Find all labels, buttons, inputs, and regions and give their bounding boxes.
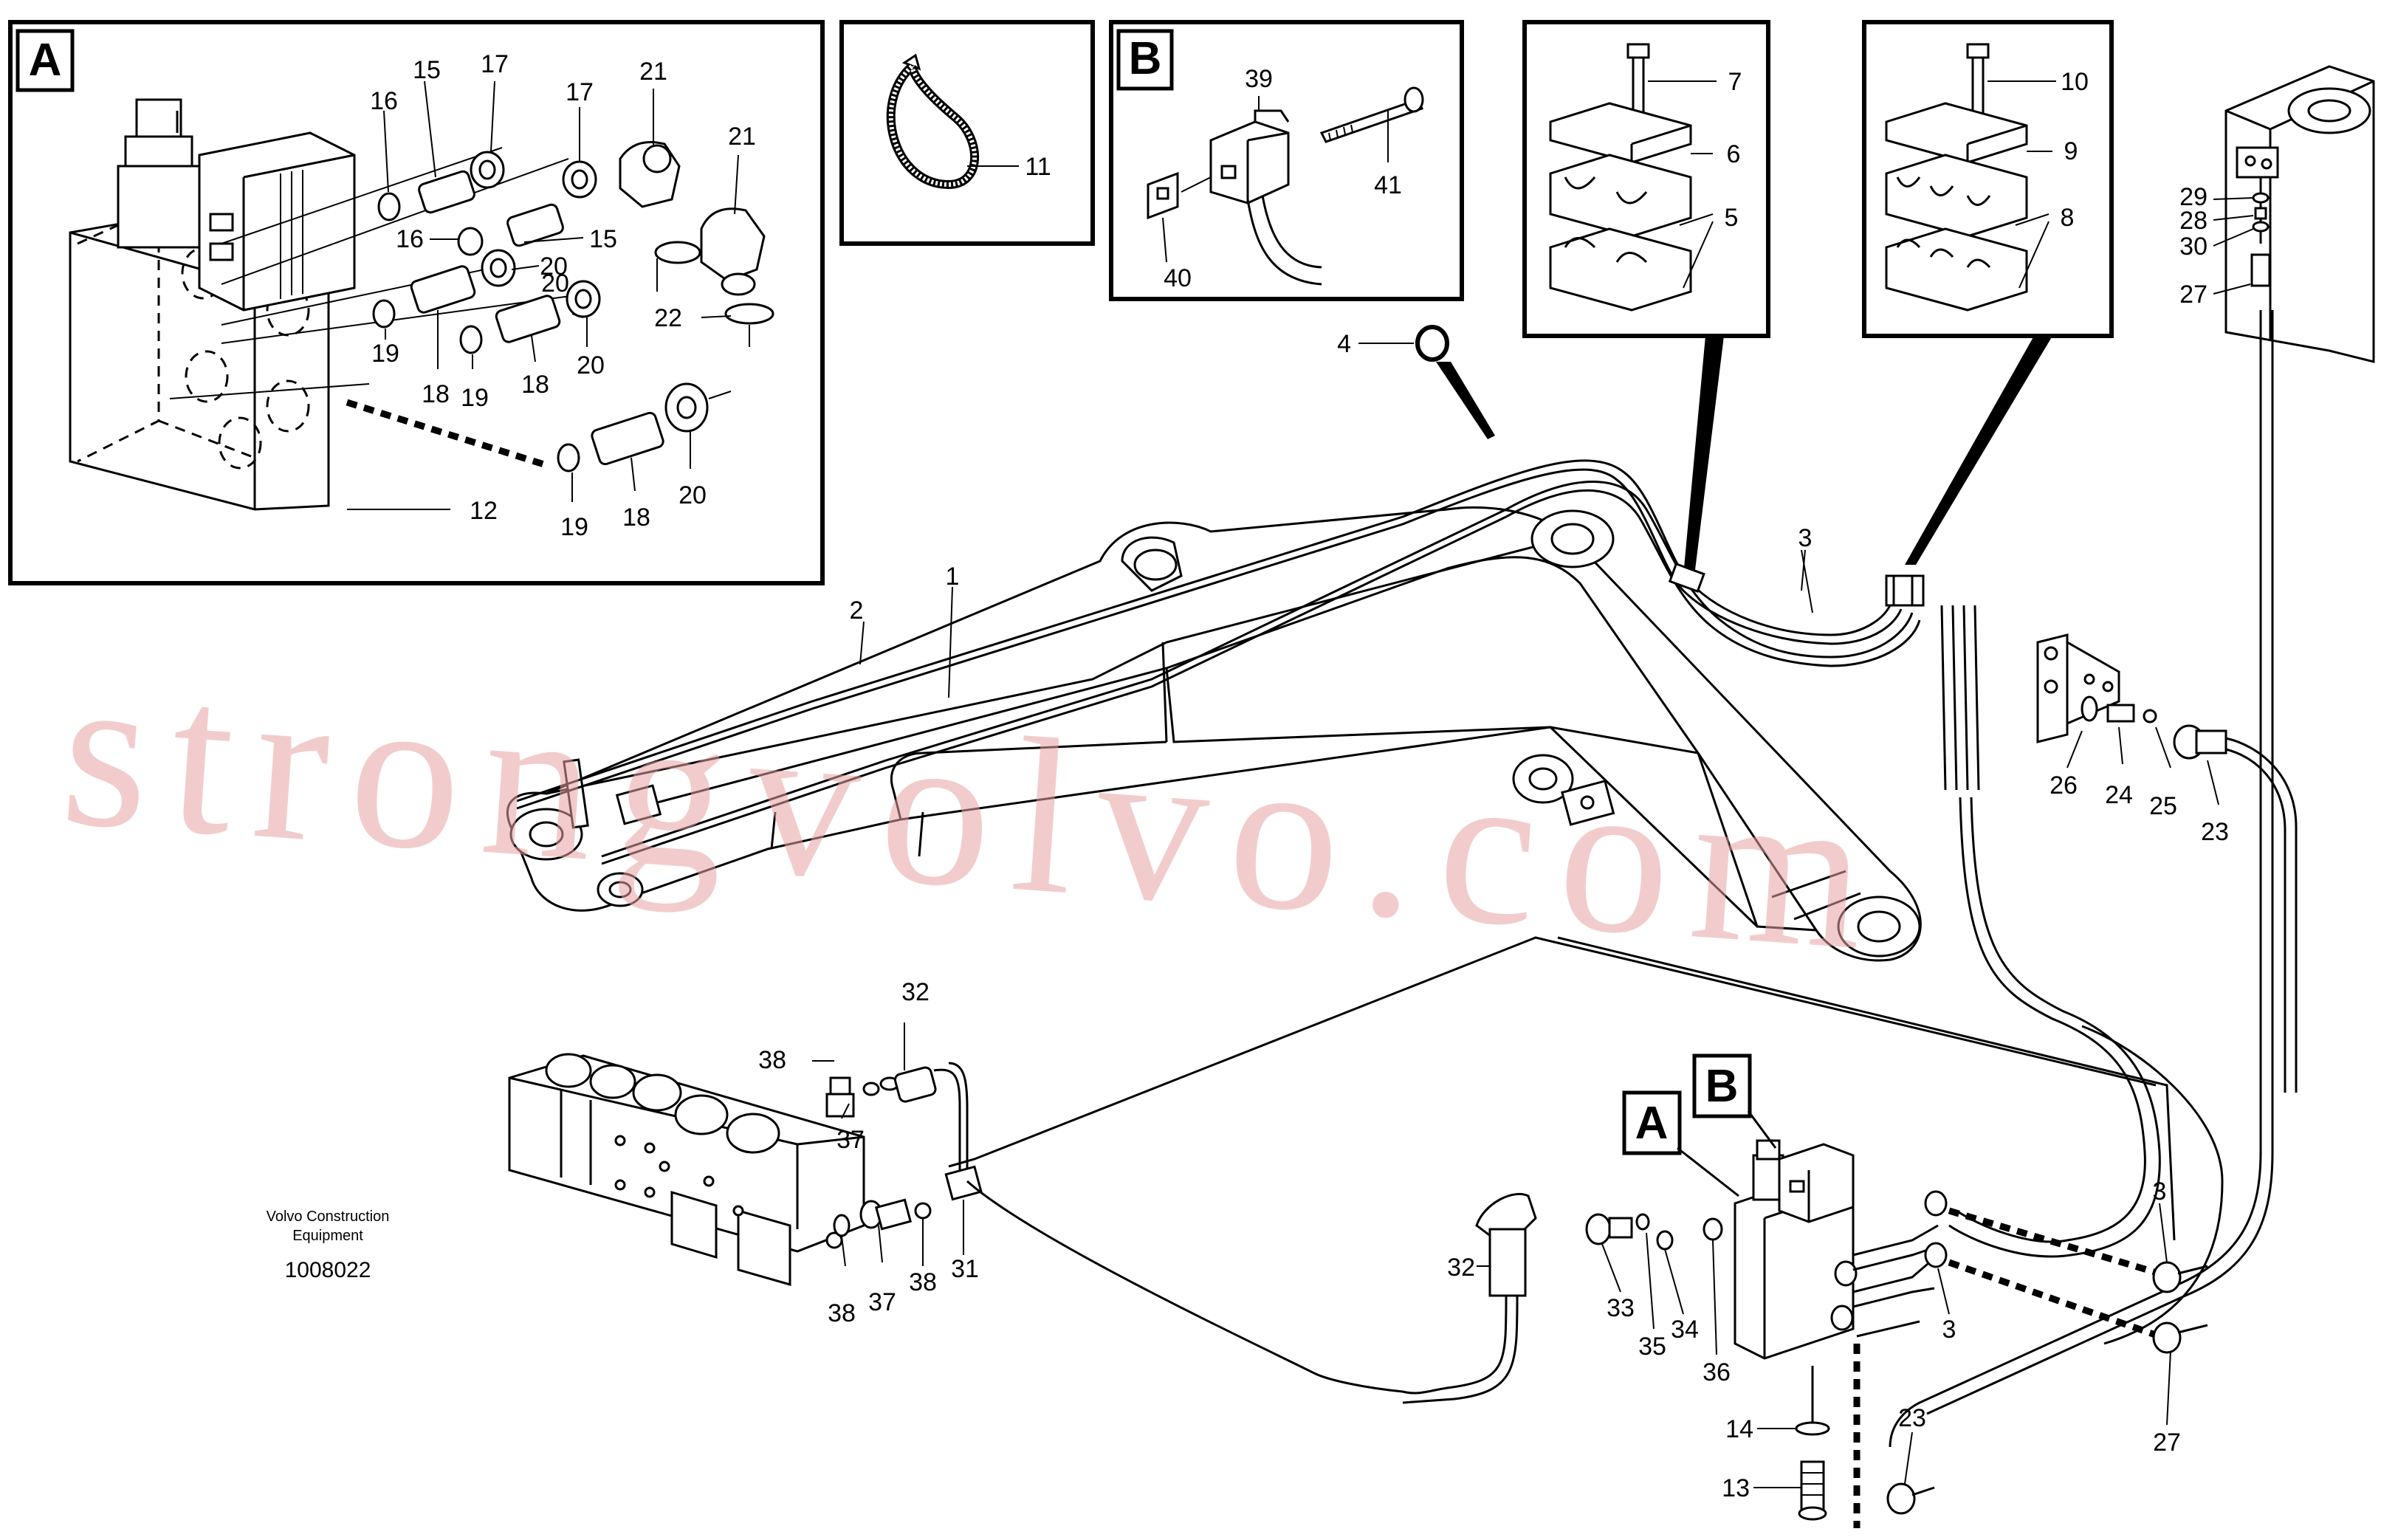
callout-23: 23: [2201, 818, 2229, 846]
callout-4: 4: [1337, 330, 1351, 358]
callout-17: 17: [481, 50, 509, 78]
callout-16: 16: [370, 87, 398, 115]
inset-clamp-1: 7 6 5: [1522, 20, 1770, 338]
boom-hoses: [516, 310, 2274, 1448]
callout-20: 20: [541, 269, 569, 298]
callout-20: 20: [577, 351, 605, 379]
callout-32: 32: [901, 978, 930, 1006]
callout-13: 13: [1722, 1474, 1750, 1502]
callout-30: 30: [2179, 233, 2208, 261]
callout-25: 25: [2149, 792, 2177, 820]
inset-b: B 39 41 40: [1109, 20, 1464, 301]
callout-41: 41: [1374, 171, 1402, 199]
callout-18: 18: [521, 371, 549, 399]
company-name-line2: Equipment: [292, 1228, 363, 1244]
callout-33: 33: [1607, 1294, 1635, 1322]
boom-assembly: [506, 506, 1922, 962]
drawing-number: 1008022: [285, 1258, 371, 1282]
callout-31: 31: [951, 1255, 979, 1283]
main-marker-b: B: [1692, 1053, 1777, 1149]
control-valve-block: [508, 1053, 983, 1286]
inset-a-letter: A: [29, 35, 62, 86]
callout-24: 24: [2105, 781, 2133, 809]
callout-39: 39: [1245, 65, 1273, 93]
callout-15: 15: [589, 225, 617, 253]
inset-a-leaders: [347, 80, 739, 510]
callout-20: 20: [540, 252, 568, 281]
callout-35: 35: [1638, 1333, 1666, 1361]
company-name-line1: Volvo Construction: [267, 1209, 390, 1225]
callout-19: 19: [560, 513, 588, 541]
callout-3: 3: [2153, 1178, 2167, 1206]
callout-19: 19: [371, 340, 399, 368]
callout-18: 18: [422, 380, 450, 408]
callout-38: 38: [828, 1299, 856, 1327]
callout-29: 29: [2179, 183, 2208, 211]
inset-b-letter: B: [1129, 33, 1162, 84]
callout-14: 14: [1725, 1415, 1753, 1443]
callout-27: 27: [2179, 281, 2208, 309]
right-bracket: [2036, 633, 2298, 1093]
callout-32: 32: [1447, 1254, 1475, 1282]
callout-38: 38: [758, 1046, 786, 1074]
callout-17: 17: [566, 78, 594, 106]
callout-37: 37: [836, 1126, 865, 1154]
inset-cable-tie: 11: [839, 20, 1095, 246]
callout-22: 22: [654, 304, 682, 332]
valve-block-drawing: [69, 98, 356, 511]
inset-a: A: [8, 20, 825, 585]
callout-9: 9: [2064, 137, 2078, 165]
hydraulic-tank: [2213, 65, 2375, 363]
bottom-fittings: [966, 1180, 1830, 1521]
callout-7: 7: [1728, 68, 1742, 96]
callout-3: 3: [1942, 1316, 1956, 1344]
callout-12: 12: [470, 497, 498, 525]
callout-34: 34: [1671, 1316, 1699, 1344]
callout-8: 8: [2061, 204, 2075, 232]
svg-text:B: B: [1705, 1061, 1739, 1112]
inset-a-fittings: [169, 141, 774, 472]
callout-5: 5: [1725, 204, 1739, 232]
main-marker-a: A: [1622, 1090, 1739, 1197]
callout-21: 21: [728, 123, 756, 151]
callout-40: 40: [1164, 264, 1192, 292]
inset-clamp-2: 10 9 8: [1862, 20, 2114, 338]
callout-10: 10: [2061, 68, 2089, 96]
callout-16: 16: [396, 225, 424, 253]
o-ring-4: [1415, 325, 1449, 362]
callout-27: 27: [2153, 1429, 2181, 1457]
callout-18: 18: [622, 503, 650, 532]
solenoid-valve: [1734, 1139, 2208, 1528]
pointer-clamp-1: [1683, 336, 1724, 576]
callout-2: 2: [850, 597, 864, 625]
callout-38: 38: [909, 1268, 937, 1296]
pointer-clamp-2: [1905, 336, 2052, 565]
callout-15: 15: [413, 56, 441, 84]
callout-20: 20: [678, 481, 707, 509]
callout-36: 36: [1703, 1358, 1731, 1386]
callout-1: 1: [946, 563, 960, 591]
callout-37: 37: [868, 1288, 896, 1316]
svg-text:A: A: [1635, 1098, 1669, 1149]
callout-28: 28: [2179, 207, 2208, 235]
callout-23: 23: [1898, 1404, 1926, 1432]
callout-6: 6: [1727, 140, 1741, 168]
callout-26: 26: [2050, 771, 2078, 800]
main-leaders: [812, 549, 2219, 1488]
callout-21: 21: [639, 58, 667, 86]
callout-11: 11: [1025, 153, 1051, 181]
callout-3: 3: [1798, 524, 1813, 552]
callout-19: 19: [461, 384, 489, 412]
